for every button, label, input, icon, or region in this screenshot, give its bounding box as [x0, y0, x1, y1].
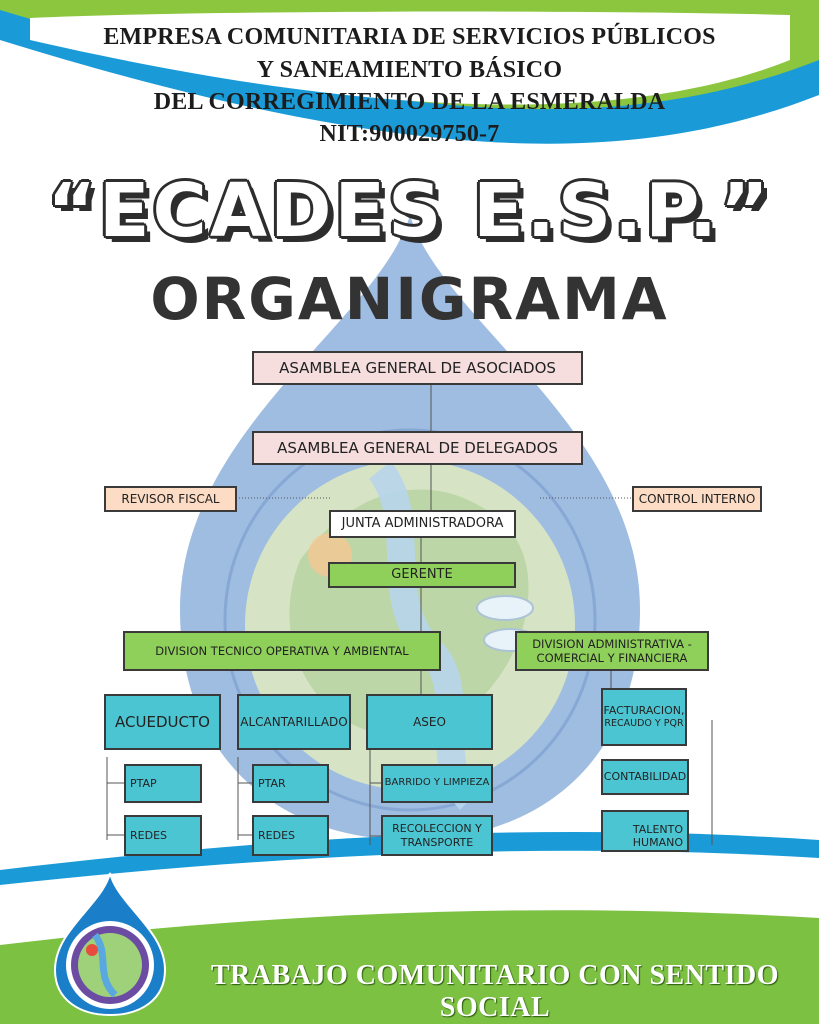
box-division-administrativa: DIVISION ADMINISTRATIVA - COMERCIAL Y FI…: [515, 631, 709, 671]
recoleccion-label-1: RECOLECCION Y: [392, 821, 482, 835]
company-nit: NIT:900029750-7: [319, 121, 500, 147]
box-ptar: PTAR: [252, 764, 329, 803]
talento-label-2: HUMANO: [632, 836, 683, 850]
bottom-green-band: [0, 910, 819, 1024]
page-title: ORGANIGRAMA: [150, 265, 669, 333]
box-ptap: PTAP: [124, 764, 202, 803]
box-division-tecnica: DIVISION TECNICO OPERATIVA Y AMBIENTAL: [123, 631, 441, 671]
facturacion-label-2: RECAUDO Y PQR: [604, 717, 684, 729]
company-name-line-1: EMPRESA COMUNITARIA DE SERVICIOS PÚBLICO…: [103, 24, 716, 50]
facturacion-label-1: FACTURACION,: [603, 704, 685, 718]
company-name-line-3: DEL CORREGIMIENTO DE LA ESMERALDA: [153, 89, 666, 115]
division-admin-label-2: COMERCIAL Y FINANCIERA: [536, 651, 688, 665]
box-aseo: ASEO: [366, 694, 493, 750]
box-asamblea-delegados: ASAMBLEA GENERAL DE DELEGADOS: [252, 431, 583, 465]
box-recoleccion-transporte: RECOLECCION Y TRANSPORTE: [381, 815, 493, 856]
box-facturacion: FACTURACION, RECAUDO Y PQR: [601, 688, 687, 746]
header-white-field: [30, 11, 790, 105]
box-alcantarillado: ALCANTARILLADO: [237, 694, 351, 750]
brand-title: “ECADES E.S.P.”: [47, 168, 772, 254]
box-junta-administradora: JUNTA ADMINISTRADORA: [329, 510, 516, 538]
box-redes-alcantarillado: REDES: [252, 815, 329, 856]
box-asamblea-asociados: ASAMBLEA GENERAL DE ASOCIADOS: [252, 351, 583, 385]
recoleccion-label-2: TRANSPORTE: [400, 835, 474, 849]
box-control-interno: CONTROL INTERNO: [632, 486, 762, 512]
company-name-line-2: Y SANEAMIENTO BÁSICO: [256, 57, 563, 83]
division-admin-label-1: DIVISION ADMINISTRATIVA -: [532, 636, 692, 651]
box-acueducto: ACUEDUCTO: [104, 694, 221, 750]
box-talento-humano: TALENTO HUMANO: [601, 810, 689, 852]
box-barrido-limpieza: BARRIDO Y LIMPIEZA: [381, 764, 493, 803]
box-contabilidad: CONTABILIDAD: [601, 759, 689, 795]
connector-lines: [106, 384, 713, 845]
box-gerente: GERENTE: [328, 562, 516, 588]
logo-drop-icon: [53, 872, 167, 1017]
box-redes-acueducto: REDES: [124, 815, 202, 856]
slogan: TRABAJO COMUNITARIO CON SENTIDO SOCIAL: [210, 960, 780, 1023]
box-revisor-fiscal: REVISOR FISCAL: [104, 486, 237, 512]
talento-label-1: TALENTO: [632, 822, 683, 836]
